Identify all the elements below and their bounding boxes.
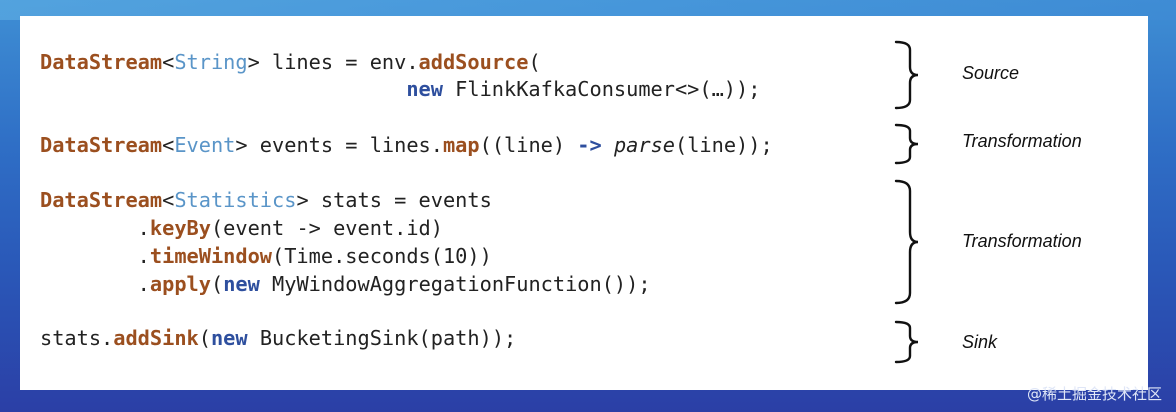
- code-text: (Time.seconds(10)): [272, 244, 492, 268]
- code-line-4: DataStream<Statistics> stats = events: [40, 185, 492, 215]
- code-line-7: .apply(new MyWindowAggregationFunction()…: [40, 269, 651, 299]
- angle-open: <: [162, 133, 175, 157]
- code-line-8: stats.addSink(new BucketingSink(path));: [40, 323, 516, 353]
- new-keyword: new: [210, 326, 248, 350]
- background-top-strip: [0, 0, 1176, 20]
- code-indent: .: [40, 244, 150, 268]
- type-keyword: DataStream: [40, 188, 163, 212]
- code-text: (event -> event.id): [210, 216, 443, 240]
- label-transformation-1: Transformation: [962, 131, 1082, 151]
- code-line-2: new FlinkKafkaConsumer<>(…));: [40, 74, 760, 104]
- lambda-arrow: ->: [577, 133, 602, 157]
- angle-open: <: [162, 50, 175, 74]
- code-text: FlinkKafkaConsumer<>(…));: [442, 77, 761, 101]
- label-transformation-2: Transformation: [962, 231, 1082, 251]
- parse-call: parse: [613, 133, 675, 157]
- watermark: @稀土掘金技术社区: [1026, 385, 1162, 403]
- type-keyword: DataStream: [40, 50, 163, 74]
- code-text: > stats = events: [296, 188, 492, 212]
- code-text: > lines = env.: [247, 50, 419, 74]
- code-line-1: DataStream<String> lines = env.addSource…: [40, 47, 541, 77]
- code-indent: .: [40, 216, 150, 240]
- code-text: (: [198, 326, 211, 350]
- type-param: Statistics: [174, 188, 297, 212]
- code-text: BucketingSink(path));: [247, 326, 517, 350]
- method-name: apply: [149, 272, 211, 296]
- code-line-6: .timeWindow(Time.seconds(10)): [40, 241, 492, 271]
- new-keyword: new: [406, 77, 443, 101]
- method-name: map: [442, 133, 480, 157]
- code-text: stats.: [40, 326, 114, 350]
- code-text: ((line): [479, 133, 578, 157]
- type-param: String: [174, 50, 248, 74]
- code-space: [602, 133, 614, 157]
- right-brace-icon: [894, 320, 920, 364]
- angle-open: <: [162, 188, 175, 212]
- method-name: timeWindow: [149, 244, 273, 268]
- new-keyword: new: [223, 272, 260, 296]
- code-indent: [40, 77, 406, 101]
- code-text: (line));: [675, 133, 773, 157]
- method-name: addSource: [418, 50, 529, 74]
- right-brace-icon: [894, 40, 920, 110]
- code-line-3: DataStream<Event> events = lines.map((li…: [40, 130, 773, 160]
- label-source: Source: [962, 63, 1020, 83]
- code-text: > events = lines.: [235, 133, 443, 157]
- method-name: addSink: [113, 326, 199, 350]
- right-brace-icon: [894, 179, 920, 305]
- type-param: Event: [174, 133, 236, 157]
- code-indent: .: [40, 272, 150, 296]
- code-text: (: [528, 50, 541, 74]
- label-sink: Sink: [962, 332, 998, 352]
- code-text: (: [210, 272, 224, 296]
- right-brace-icon: [894, 123, 920, 165]
- code-line-5: .keyBy(event -> event.id): [40, 213, 443, 243]
- type-keyword: DataStream: [40, 133, 163, 157]
- method-name: keyBy: [149, 216, 211, 240]
- code-panel: DataStream<String> lines = env.addSource…: [20, 16, 1148, 390]
- code-text: MyWindowAggregationFunction());: [259, 272, 651, 296]
